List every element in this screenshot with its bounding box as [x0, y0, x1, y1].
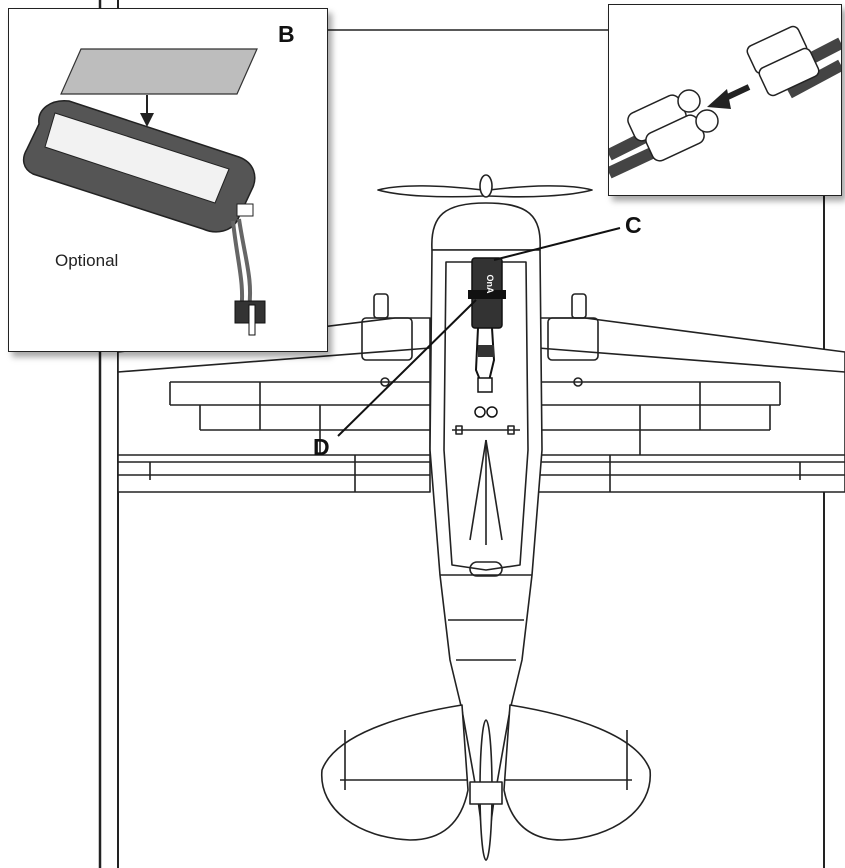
callout-c: C: [625, 212, 642, 238]
optional-caption: Optional: [55, 251, 119, 270]
horizontal-stabilizer: [321, 704, 651, 841]
leader-d: [337, 299, 477, 437]
battery-label-text: OnA: [485, 275, 495, 294]
down-arrow-icon: [140, 113, 154, 127]
insert-arrow-icon: [707, 89, 731, 109]
battery-illustration: [22, 48, 266, 336]
connector-inset: [606, 4, 844, 196]
cowl: [431, 202, 541, 251]
right-wing: [537, 293, 845, 493]
leader-c: [493, 227, 621, 261]
callout-b: B: [278, 21, 295, 47]
propeller: [377, 174, 593, 198]
battery-bay: [443, 261, 529, 571]
connector-illustration: [606, 25, 844, 179]
callout-d: D: [313, 434, 330, 460]
hatch-latch: [469, 561, 503, 577]
hook-loop-tape: [60, 48, 258, 95]
left-wing: [117, 293, 431, 493]
battery-inset: Optional: [8, 8, 328, 352]
battery-strap: [468, 290, 506, 299]
